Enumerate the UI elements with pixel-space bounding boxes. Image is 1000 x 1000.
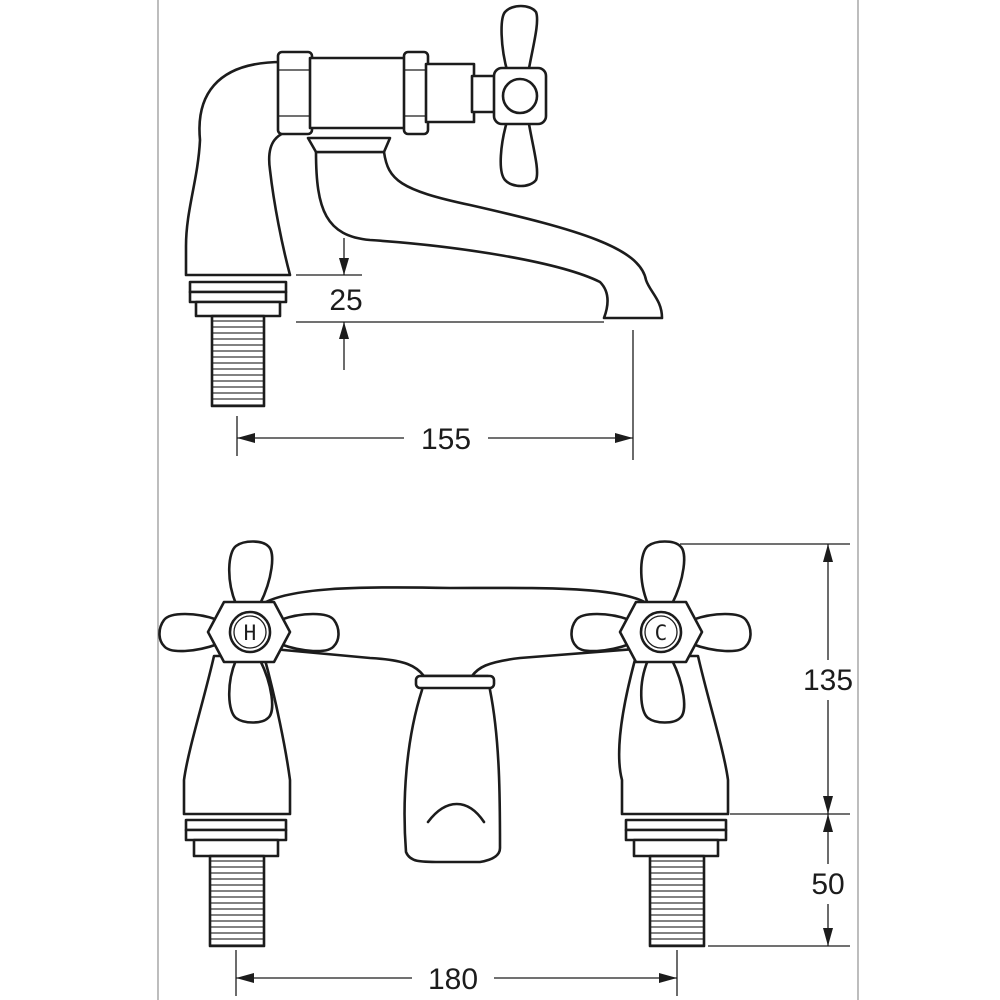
cold-handle-arm-up (639, 540, 686, 606)
front-dimensions: 135 50 180 (235, 543, 853, 996)
cold-handle-arm-right (690, 612, 752, 653)
cold-backnut (632, 838, 720, 858)
centres-arrow-right (659, 973, 677, 983)
spout-height-arrow-top (339, 258, 349, 275)
cold-indicator-letter: C (655, 621, 668, 645)
centres-label: 180 (428, 963, 478, 996)
spout-collar (306, 136, 392, 154)
cold-handle-arm-down (639, 658, 686, 724)
height-arrow-top (823, 544, 833, 562)
height-arrow-bottom (823, 796, 833, 814)
handle-arm-top-side (500, 4, 539, 76)
hot-indicator-ring (228, 610, 272, 654)
hot-handle-arm-left (158, 612, 220, 653)
hot-indicator-letter: H (244, 621, 257, 645)
spindle-neck-side (470, 74, 498, 114)
side-dimensions: 25 155 (236, 238, 634, 460)
side-body (184, 60, 302, 277)
cold-washer-bottom (624, 828, 728, 842)
tail-arrow-bottom (823, 928, 833, 946)
handle-cap-side (501, 77, 539, 115)
handle-arm-bottom-side (499, 116, 539, 188)
bridge (260, 586, 650, 678)
cold-threaded-tail (648, 854, 706, 948)
height-label: 135 (803, 664, 853, 697)
hot-handle-arm-down (227, 658, 274, 724)
cold-handle-arm-left (570, 612, 632, 653)
reach-label: 155 (421, 423, 471, 456)
washer-side-top (188, 280, 288, 294)
tail-arrow-top (823, 814, 833, 832)
front-view: H C (158, 540, 752, 948)
threaded-tail-side (210, 314, 266, 408)
cold-washer-top (624, 818, 728, 832)
tail-label: 50 (811, 868, 844, 901)
hot-handle-arm-right (278, 612, 340, 653)
spout-height-label: 25 (329, 284, 362, 317)
cold-indicator-inner (644, 615, 678, 649)
reach-arrow-right (615, 433, 633, 443)
side-view (184, 4, 664, 408)
centre-spout-collar (414, 674, 496, 690)
hot-threaded-tail (208, 854, 266, 948)
backnut-side (194, 300, 282, 318)
hot-washer-bottom (184, 828, 288, 842)
centres-arrow-left (236, 973, 254, 983)
shroud-side (402, 50, 430, 136)
hot-handle-arm-up (227, 540, 274, 606)
reach-arrow-left (237, 433, 255, 443)
spout-height-arrow-bottom (339, 322, 349, 339)
hot-washer-top (184, 818, 288, 832)
hot-indicator-inner (233, 615, 267, 649)
washer-side-bottom (188, 290, 288, 304)
hex-nut-side (276, 50, 314, 136)
spout (314, 150, 664, 320)
spout-outlet (426, 802, 486, 824)
centre-spout (403, 674, 502, 864)
hot-backnut (192, 838, 280, 858)
headgear-side (308, 56, 412, 130)
spindle-side (424, 62, 476, 124)
cold-indicator-ring (639, 610, 683, 654)
